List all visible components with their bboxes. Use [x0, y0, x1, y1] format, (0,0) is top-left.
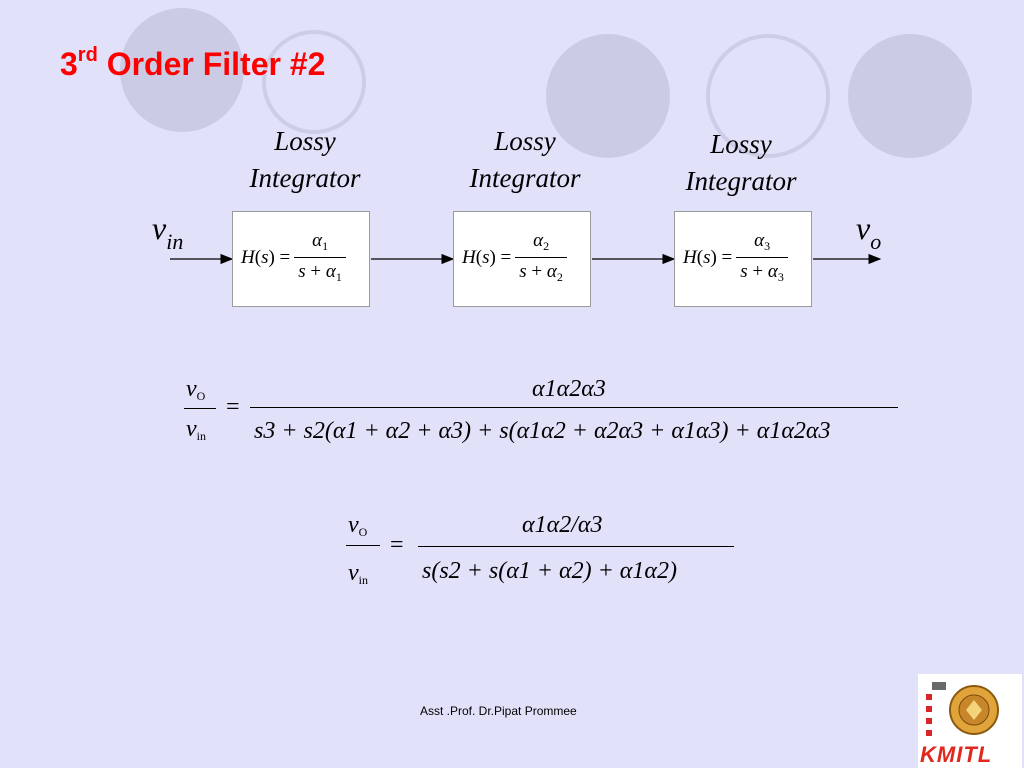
- eq1-lhs-denominator: vin: [186, 416, 206, 443]
- eq1-equals: =: [226, 394, 240, 420]
- decor-circle-filled-2: [546, 34, 670, 158]
- kmitl-logo: KMITL: [918, 674, 1022, 768]
- transfer-function-1: H(s) = α1 s + α1: [241, 230, 346, 285]
- lossy-integrator-block-2: H(s) = α2 s + α2: [453, 211, 591, 307]
- eq2-lhs-denominator: vin: [348, 560, 368, 587]
- eq1-numerator: α1α2α3: [532, 376, 606, 402]
- decor-circle-filled-3: [848, 34, 972, 158]
- lossy-integrator-block-1: H(s) = α1 s + α1: [232, 211, 370, 307]
- slide-title: 3rd Order Filter #2: [60, 44, 326, 82]
- eq1-denominator: s3 + s2(α1 + α2 + α3) + s(α1α2 + α2α3 + …: [254, 418, 831, 444]
- eq2-lhs-numerator: vO: [348, 512, 368, 539]
- eq2-numerator: α1α2/α3: [522, 512, 603, 538]
- decor-circle-filled-1: [120, 8, 244, 132]
- eq2-fraction-bar: [418, 546, 734, 547]
- eq2-equals: =: [390, 532, 404, 558]
- eq2-denominator: s(s2 + s(α1 + α2) + α1α2): [422, 558, 677, 584]
- eq2-lhs-bar: [346, 545, 380, 546]
- output-signal-label: vo: [856, 210, 882, 254]
- lossy-integrator-block-3: H(s) = α3 s + α3: [674, 211, 812, 307]
- decor-circle-ring-1: [262, 30, 366, 134]
- transfer-function-3: H(s) = α3 s + α3: [683, 230, 788, 285]
- eq1-lhs-bar: [184, 408, 216, 409]
- eq1-lhs-numerator: vO: [186, 376, 206, 403]
- footer-author: Asst .Prof. Dr.Pipat Prommee: [420, 704, 577, 718]
- decor-circle-ring-2: [706, 34, 830, 158]
- logo-text: KMITL: [920, 742, 993, 767]
- kmitl-emblem-icon: [926, 682, 999, 736]
- input-signal-label: vin: [152, 210, 184, 254]
- transfer-function-2: H(s) = α2 s + α2: [462, 230, 567, 285]
- eq1-fraction-bar: [250, 407, 898, 408]
